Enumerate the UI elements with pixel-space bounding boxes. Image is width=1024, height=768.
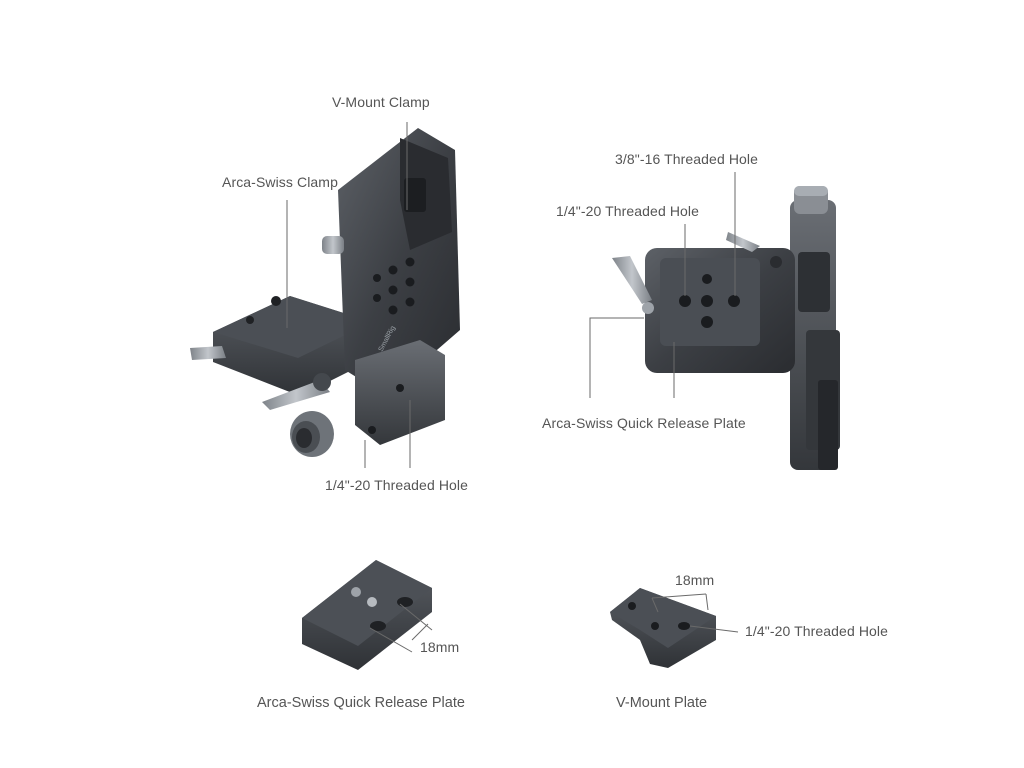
threaded-hole-label-side: 1/4"-20 Threaded Hole (325, 477, 469, 493)
arca-plate-top (213, 296, 372, 358)
assembled-back-view (612, 186, 840, 470)
v-plate-threaded-hole-label: 1/4"-20 Threaded Hole (745, 623, 889, 639)
lever-left (190, 346, 226, 360)
clamp-knob (322, 236, 344, 254)
v-mount-clamp-label: V-Mount Clamp (332, 94, 430, 110)
callout-lines-side (286, 122, 411, 468)
assembled-side-view (190, 128, 460, 457)
arca-plate-view (302, 560, 432, 670)
lever-left-back (612, 256, 652, 304)
callout-lines-back (589, 172, 736, 398)
quick-release-plate-label: Arca-Swiss Quick Release Plate (542, 415, 746, 431)
dimension-lines-arca (369, 603, 433, 653)
plate-screw (351, 587, 361, 597)
v-plate-surface (610, 588, 716, 648)
lever-lower (262, 380, 330, 410)
v-mount-plate-view (610, 588, 716, 668)
v-plate-dimension-label: 18mm (675, 572, 715, 588)
threaded-hole-1-4-label: 1/4"-20 Threaded Hole (556, 203, 700, 219)
v-plate-caption: V-Mount Plate (616, 695, 708, 711)
threaded-hole-3-8-label: 3/8"-16 Threaded Hole (615, 151, 759, 167)
arca-plate-dimension-label: 18mm (420, 639, 460, 655)
arca-plate-caption: Arca-Swiss Quick Release Plate (257, 695, 465, 711)
arca-plate-surface (302, 560, 432, 646)
arca-swiss-clamp-label: Arca-Swiss Clamp (222, 174, 338, 190)
threaded-holes (679, 274, 740, 328)
dimension-lines-v-plate (651, 593, 739, 633)
lower-clamp-block (355, 340, 445, 445)
